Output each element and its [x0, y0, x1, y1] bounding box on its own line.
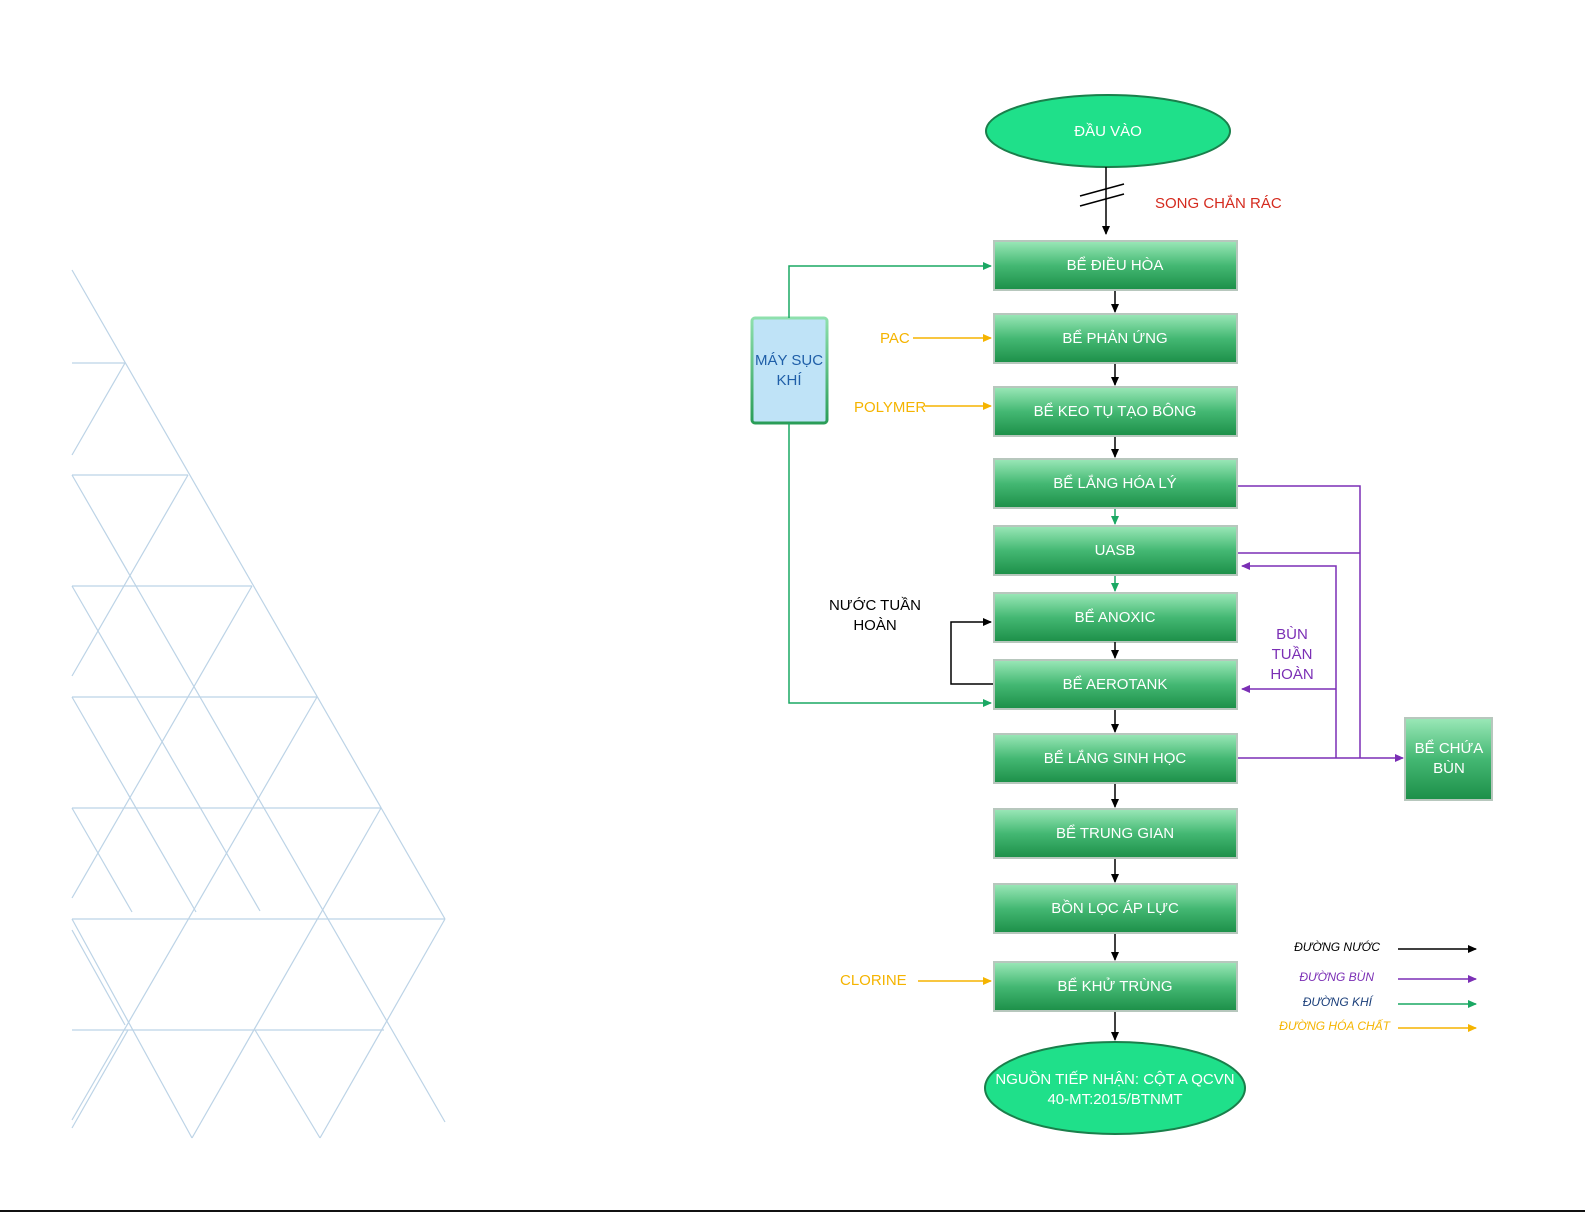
clorine-label: CLORINE — [840, 972, 907, 989]
pac-label: PAC — [880, 330, 910, 347]
blower-line1: MÁY SỤC — [755, 352, 823, 369]
end-node-line1: NGUỒN TIẾP NHẬN: CỘT A QCVN — [995, 1070, 1234, 1088]
blower-line2: KHÍ — [776, 372, 802, 389]
sludge-lines — [1238, 485, 1404, 762]
blower-box: MÁY SỤC KHÍ — [750, 316, 829, 425]
end-node-line2: 40-MT:2015/BTNMT — [1047, 1091, 1182, 1108]
recirc-water-line2: HOÀN — [853, 617, 896, 634]
step-label: BỂ ANOXIC — [1075, 608, 1156, 626]
step-label: BỂ KEO TỤ TẠO BÔNG — [1034, 402, 1197, 420]
step-box: BỂ AEROTANK — [993, 659, 1238, 710]
recirc-sludge-line3: HOÀN — [1270, 666, 1313, 683]
step-label: BỂ PHẢN ỨNG — [1062, 329, 1167, 347]
end-node: NGUỒN TIẾP NHẬN: CỘT A QCVN 40-MT:2015/B… — [984, 1041, 1246, 1135]
start-node-label: ĐẦU VÀO — [1074, 123, 1142, 140]
air-lines — [788, 262, 992, 707]
step-label: BỂ KHỬ TRÙNG — [1057, 977, 1172, 995]
step-box: BỒN LỌC ÁP LỰC — [993, 883, 1238, 934]
sludge-tank-line2: BÙN — [1433, 760, 1465, 777]
legend: ĐƯỜNG NƯỚC ĐƯỜNG BÙN ĐƯỜNG KHÍ ĐƯỜNG HÓA… — [1279, 939, 1477, 1033]
step-box: BỂ TRUNG GIAN — [993, 808, 1238, 859]
screen-label: SONG CHẮN RÁC — [1155, 194, 1282, 212]
step-box: BỂ KEO TỤ TẠO BÔNG — [993, 386, 1238, 437]
legend-chemical-label: ĐƯỜNG HÓA CHẤT — [1279, 1018, 1391, 1033]
step-label: BỂ ĐIỀU HÒA — [1067, 256, 1164, 274]
step-box: BỂ LẮNG SINH HỌC — [993, 733, 1238, 784]
recirc-water-arrow — [950, 618, 993, 685]
step-label: BỂ TRUNG GIAN — [1056, 824, 1174, 842]
recirc-water-line1: NƯỚC TUẦN — [829, 597, 921, 614]
step-label: BỂ LẮNG HÓA LÝ — [1053, 474, 1176, 492]
legend-air-label: ĐƯỜNG KHÍ — [1303, 994, 1374, 1009]
legend-sludge-label: ĐƯỜNG BÙN — [1299, 969, 1374, 984]
recirc-sludge-line1: BÙN — [1276, 626, 1308, 643]
polymer-label: POLYMER — [854, 399, 926, 416]
step-label: BỂ AEROTANK — [1063, 675, 1168, 693]
step-label: UASB — [1095, 542, 1136, 559]
step-box: BỂ ĐIỀU HÒA — [993, 240, 1238, 291]
step-box: UASB — [993, 525, 1238, 576]
step-box: BỂ ANOXIC — [993, 592, 1238, 643]
recirc-sludge-line2: TUẦN — [1272, 646, 1313, 663]
step-label: BỂ LẮNG SINH HỌC — [1044, 749, 1187, 767]
screen-symbol — [1079, 167, 1125, 235]
sludge-tank-line1: BỂ CHỨA — [1415, 739, 1484, 757]
step-label: BỒN LỌC ÁP LỰC — [1051, 899, 1179, 917]
bottom-rule — [0, 1210, 1585, 1212]
step-box: BỂ LẮNG HÓA LÝ — [993, 458, 1238, 509]
start-node: ĐẦU VÀO — [985, 94, 1231, 168]
sludge-tank-box: BỂ CHỨA BÙN — [1404, 717, 1493, 801]
step-box: BỂ KHỬ TRÙNG — [993, 961, 1238, 1012]
step-box: BỂ PHẢN ỨNG — [993, 313, 1238, 364]
legend-water-label: ĐƯỜNG NƯỚC — [1294, 939, 1380, 954]
